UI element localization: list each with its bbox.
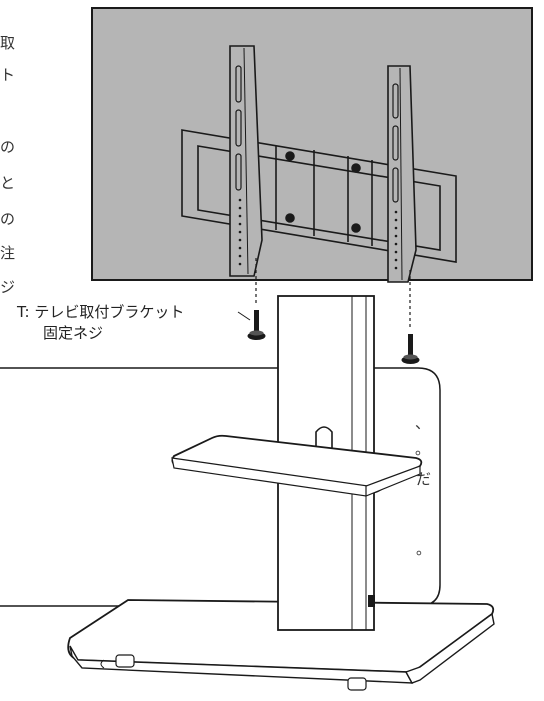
- cropped-text-1: 取: [0, 34, 16, 52]
- shelf: [171, 434, 423, 497]
- cropped-text-4: と: [0, 174, 16, 192]
- base-foot-right: [347, 677, 367, 691]
- base-plate: [67, 599, 495, 691]
- frame-bolt-1: [285, 151, 295, 161]
- base-foot-left: [115, 654, 135, 668]
- frame-bolt-2: [351, 163, 361, 173]
- note-text-1: 、: [415, 414, 431, 432]
- tv-bracket-right: [387, 65, 417, 283]
- tv-bracket-left: [229, 45, 263, 277]
- part-name: テレビ取付ブラケット: [34, 303, 185, 321]
- note-text-4: 。: [416, 540, 432, 558]
- cropped-text-2: ト: [0, 66, 16, 84]
- frame-bolt-3: [285, 213, 295, 223]
- tv-mount-frame: [181, 129, 457, 263]
- cropped-text-5: の: [0, 210, 16, 228]
- callout-label-line2: 固定ネジ: [43, 324, 104, 342]
- note-text-2: 。: [415, 440, 431, 458]
- callout-label: T: テレビ取付ブラケット: [17, 303, 184, 322]
- part-letter: T:: [17, 303, 30, 321]
- frame-bolt-4: [351, 223, 361, 233]
- screw-icon: [247, 310, 266, 340]
- callout-leader: [237, 311, 251, 321]
- cropped-text-3: の: [0, 138, 16, 156]
- note-text-3: だ: [416, 470, 432, 488]
- cropped-text-7: ジ: [0, 278, 16, 296]
- cropped-text-6: 注: [0, 244, 16, 262]
- tv-panel: [91, 7, 533, 281]
- screw-icon: [401, 334, 420, 364]
